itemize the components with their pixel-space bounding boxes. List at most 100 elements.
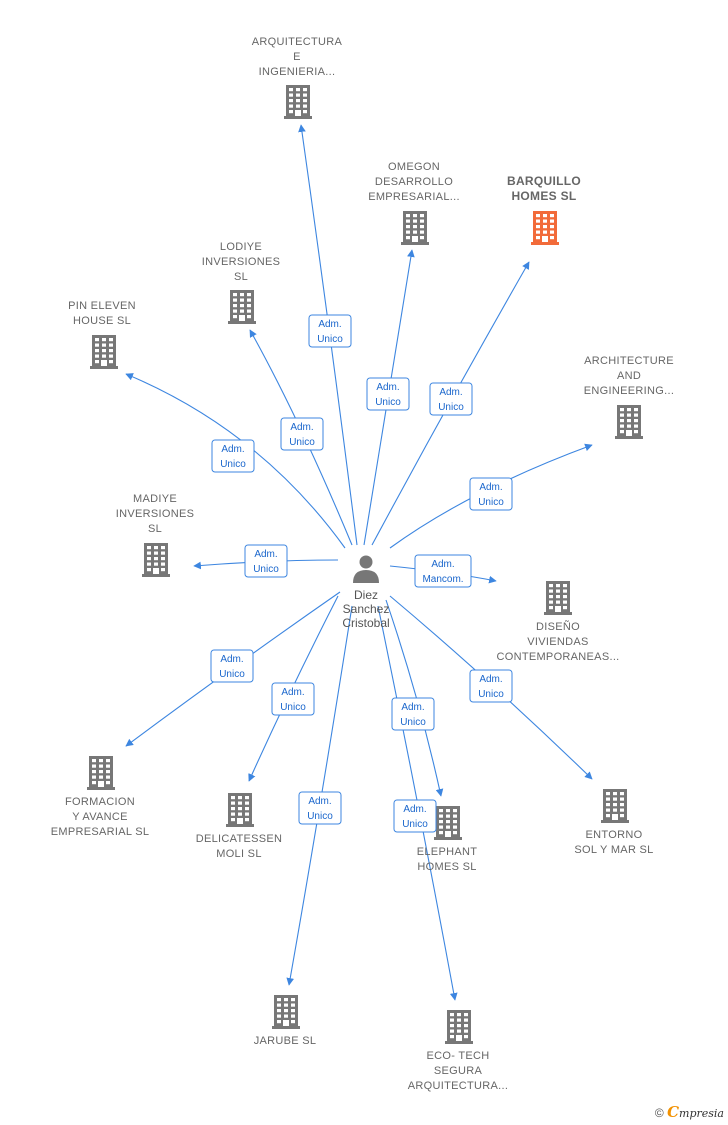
- company-node-arquitectura-e-ingenieria[interactable]: ARQUITECTURA E INGENIERIA...: [252, 36, 343, 119]
- edge-label-text: Adm.: [431, 559, 454, 570]
- edge-label-architecture-and-engineering[interactable]: Adm. Unico: [469, 477, 513, 511]
- edge-label-text: Adm.: [290, 422, 313, 433]
- edge-label-box: [391, 697, 435, 731]
- company-label-line: OMEGON: [388, 161, 440, 173]
- copyright-symbol: ©: [654, 1106, 664, 1120]
- edge-label-box: [280, 417, 324, 451]
- company-label-line: INVERSIONES: [116, 508, 195, 520]
- company-label-line: MOLI SL: [216, 848, 262, 860]
- edge-label-box: [244, 544, 288, 578]
- edge-label-text: Unico: [478, 497, 504, 508]
- edge-label-jarube[interactable]: Adm. Unico: [298, 791, 342, 825]
- edge-label-box: [211, 439, 255, 473]
- edge-label-text: Unico: [400, 717, 426, 728]
- building-icon: [445, 1010, 473, 1044]
- footer-brand[interactable]: © Cmpresia: [655, 1103, 724, 1121]
- company-label-line: JARUBE SL: [254, 1035, 317, 1047]
- edge-label-box: [298, 791, 342, 825]
- edge-label-text: Adm.: [376, 382, 399, 393]
- edge-label-text: Adm.: [254, 549, 277, 560]
- company-node-omegon[interactable]: OMEGONDESARROLLOEMPRESARIAL...: [368, 161, 460, 245]
- edge-label-pin-eleven[interactable]: Adm. Unico: [211, 439, 255, 473]
- company-label-line: ARQUITECTURA: [252, 36, 343, 48]
- building-icon: [615, 405, 643, 439]
- company-label-line: LODIYE: [220, 241, 262, 253]
- edge-label-formacion[interactable]: Adm.Unico: [210, 649, 254, 683]
- edge-label-text: Unico: [402, 819, 428, 830]
- edge-label-barquillo[interactable]: Adm. Unico: [429, 382, 473, 416]
- edge-label-text: Unico: [317, 334, 343, 345]
- building-icon: [434, 806, 462, 840]
- company-label-line: HOUSE SL: [73, 315, 131, 327]
- building-icon: [228, 290, 256, 324]
- edge-label-entorno[interactable]: Adm. Unico: [469, 669, 513, 703]
- edge-label-text: Mancom.: [422, 574, 463, 585]
- edge-label-text: Adm.: [221, 444, 244, 455]
- edge-label-eco-tech[interactable]: Adm. Unico: [393, 799, 437, 833]
- edge-label-lodiye[interactable]: Adm. Unico: [280, 417, 324, 451]
- edge-label-text: Unico: [438, 402, 464, 413]
- edge-label-text: Unico: [375, 397, 401, 408]
- edge-label-diseno[interactable]: Adm. Mancom.: [414, 554, 472, 588]
- building-icon: [284, 85, 312, 119]
- building-icon: [226, 793, 254, 827]
- edge-label-text: Unico: [478, 689, 504, 700]
- edges-layer: [125, 124, 593, 1001]
- person-label-line: Cristobal: [342, 616, 389, 630]
- edge-label-text: Adm.: [403, 804, 426, 815]
- edge-label-box: [393, 799, 437, 833]
- person-label-line: Diez: [354, 588, 378, 602]
- person-icon: [353, 555, 379, 583]
- company-label-line: AND: [617, 370, 641, 382]
- company-node-jarube[interactable]: JARUBE SL: [254, 995, 317, 1047]
- edge-label-text: Adm.: [439, 387, 462, 398]
- company-node-diseno[interactable]: DISEÑOVIVIENDASCONTEMPORANEAS...: [496, 581, 619, 663]
- company-label-line: INGENIERIA...: [259, 66, 336, 78]
- edge-label-box: [469, 477, 513, 511]
- company-label-line: BARQUILLO: [507, 174, 581, 188]
- nodes-layer: ARQUITECTURA E INGENIERIA... OMEGON DESARROL…: [51, 36, 674, 1092]
- edge-labels-layer: Adm.UnicoAdm.UnicoAdm.UnicoAdm.UnicoAdm.…: [210, 314, 513, 833]
- company-label-line: ARCHITECTURE: [584, 355, 674, 367]
- company-label-line: DESARROLLO: [375, 176, 453, 188]
- person-label-line: Sanchez: [343, 602, 390, 616]
- company-label-line: SL: [148, 523, 162, 535]
- company-label-line: SL: [234, 271, 248, 283]
- company-label-line: HOMES SL: [417, 861, 476, 873]
- company-label-line: E: [293, 51, 301, 63]
- edge-label-text: Unico: [289, 437, 315, 448]
- company-label-line: SOL Y MAR SL: [574, 844, 653, 856]
- company-node-pin-eleven[interactable]: PIN ELEVEN HOUSE SL: [68, 300, 136, 369]
- edge-label-elephant[interactable]: Adm. Unico: [391, 697, 435, 731]
- edge-label-arquitectura-e-ingenieria[interactable]: Adm.Unico: [308, 314, 352, 348]
- edge-label-delicatessen[interactable]: Adm. Unico: [271, 682, 315, 716]
- edge-label-box: [469, 669, 513, 703]
- edge-label-text: Adm.: [479, 674, 502, 685]
- edge-label-omegon[interactable]: Adm. Unico: [366, 377, 410, 411]
- company-label-line: PIN ELEVEN: [68, 300, 136, 312]
- edge-label-box: [308, 314, 352, 348]
- brand-logo-letter: C: [667, 1103, 680, 1121]
- edge-label-text: Unico: [307, 811, 333, 822]
- edge-label-madiye[interactable]: Adm.Unico: [244, 544, 288, 578]
- edge-label-text: Adm.: [308, 796, 331, 807]
- edge-label-text: Adm.: [281, 687, 304, 698]
- edge-label-box: [429, 382, 473, 416]
- edge-label-text: Unico: [220, 459, 246, 470]
- edge-label-text: Unico: [280, 702, 306, 713]
- company-label-line: Y AVANCE: [72, 811, 128, 823]
- company-node-eco-tech[interactable]: ECO- TECHSEGURAARQUITECTURA...: [408, 1010, 508, 1092]
- company-label-line: EMPRESARIAL SL: [51, 826, 150, 838]
- company-node-architecture-and-engineering[interactable]: ARCHITECTUREANDENGINEERING...: [584, 355, 674, 439]
- edge-label-text: Adm.: [479, 482, 502, 493]
- edge-label-text: Adm.: [401, 702, 424, 713]
